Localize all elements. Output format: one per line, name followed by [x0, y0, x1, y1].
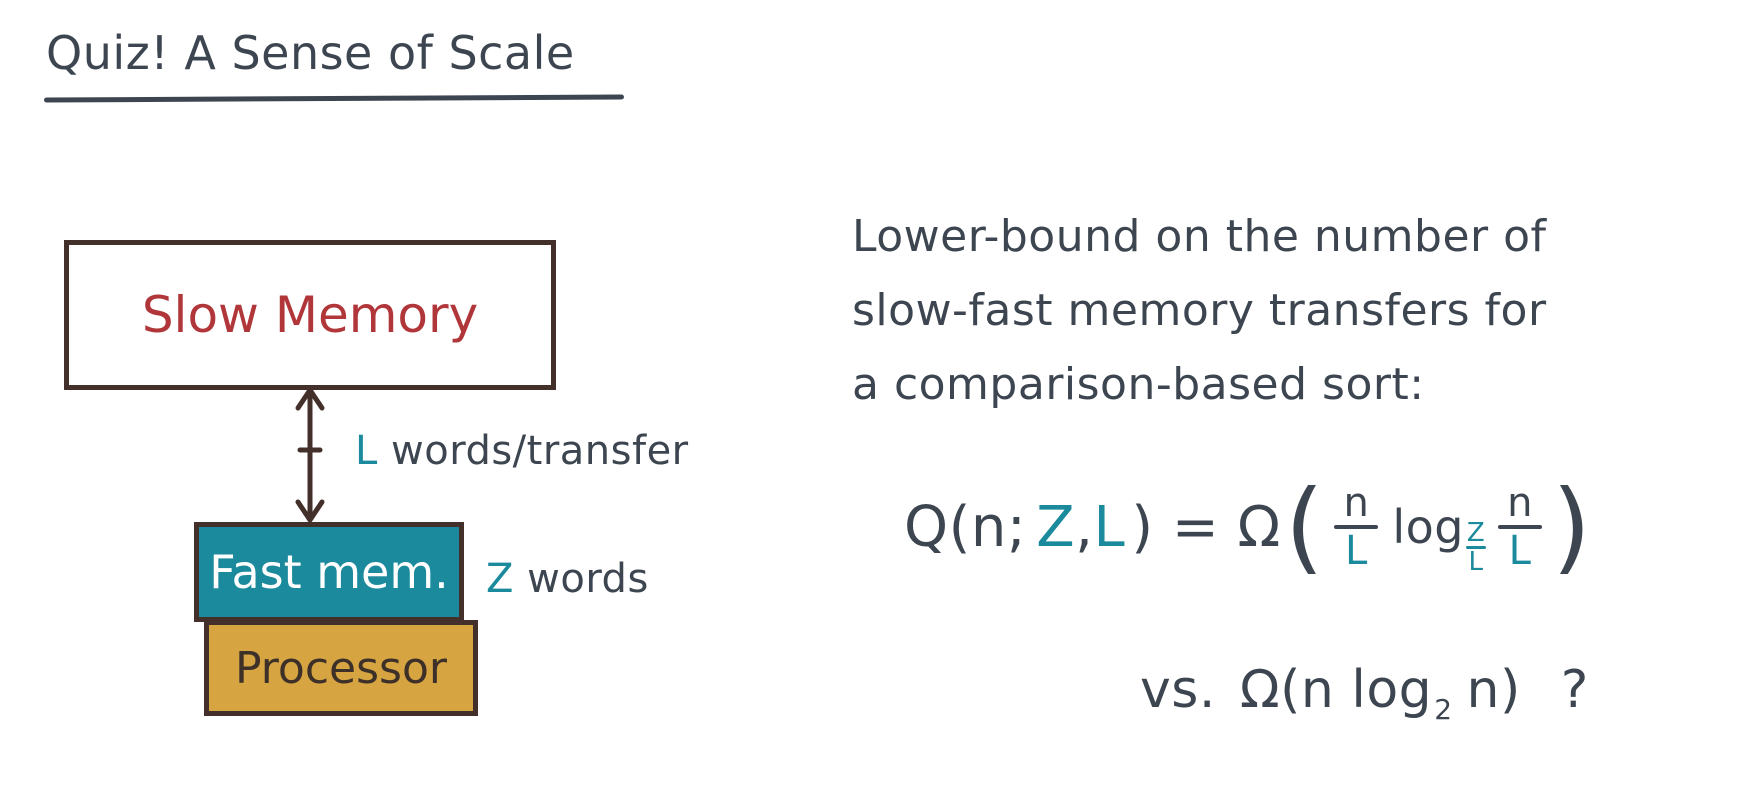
formula-close-paren: ) [1552, 468, 1592, 585]
formula-z: Z [1036, 494, 1076, 560]
comparison-log-base: 2 [1434, 693, 1453, 726]
question-line-3: a comparison-based sort: [852, 359, 1425, 410]
fraction2-den: L [1508, 528, 1532, 574]
title-underline [43, 94, 625, 103]
comparison-formula: vs. Ω(n log 2 n) ? [1140, 660, 1589, 726]
comparison-vs: vs. [1140, 660, 1216, 720]
question-line-2: slow-fast memory transfers for [852, 285, 1547, 336]
double-arrow-icon [295, 387, 325, 523]
comparison-omega-open: Ω(n log [1239, 660, 1433, 720]
log-base-bar [1466, 545, 1486, 549]
question-text: Lower-bound on the number of slow-fast m… [852, 200, 1732, 422]
formula-lhs: Q(n; [904, 494, 1027, 560]
log-base-den: L [1468, 546, 1484, 577]
fraction2-num: n [1507, 480, 1533, 526]
transfer-text: words/transfer [391, 428, 689, 474]
transfer-label: L words/transfer [355, 428, 689, 474]
fraction-bar [1334, 525, 1379, 529]
size-text: words [527, 556, 649, 602]
size-label: Z words [486, 556, 649, 602]
fast-memory-label: Fast mem. [209, 545, 449, 599]
processor-label: Processor [235, 642, 447, 694]
question-line-1: Lower-bound on the number of [852, 211, 1547, 262]
formula-l: L [1093, 494, 1126, 560]
fraction-num: n [1343, 480, 1370, 526]
formula-open-paren: ( [1284, 468, 1325, 585]
fraction-den: L [1344, 528, 1368, 574]
comparison-question-mark: ? [1560, 660, 1589, 720]
formula-close-eq: ) = Ω [1131, 494, 1281, 560]
log-base-fraction: Z L [1466, 520, 1486, 575]
slow-memory-label: Slow Memory [141, 286, 479, 344]
formula: Q(n; Z , L ) = Ω ( n L log Z L n L ) [904, 472, 1596, 582]
fraction2-bar [1498, 525, 1542, 529]
transfer-var-l: L [355, 428, 378, 474]
page-title: Quiz! A Sense of Scale [46, 26, 575, 80]
log-base-num: Z [1466, 517, 1486, 548]
fraction-n-over-l-2: n L [1498, 481, 1542, 573]
formula-comma: , [1075, 494, 1094, 560]
size-var-z: Z [486, 556, 514, 602]
fast-memory-box: Fast mem. [194, 522, 464, 622]
slow-memory-box: Slow Memory [64, 240, 556, 390]
comparison-close: n) [1466, 660, 1521, 720]
formula-log: log [1392, 500, 1464, 554]
fraction-n-over-l: n L [1334, 480, 1379, 574]
processor-box: Processor [204, 620, 478, 716]
